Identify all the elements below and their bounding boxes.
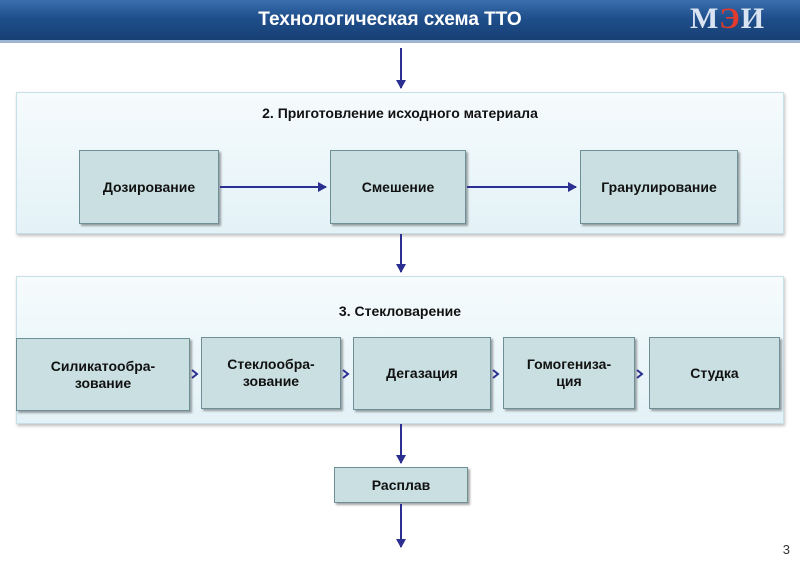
chevron-1 — [191, 369, 199, 379]
melt-output-box: Расплав — [334, 467, 468, 503]
header-divider — [0, 40, 800, 43]
step-homogenization: Гомогениза- ция — [503, 337, 635, 409]
step-mixing: Смешение — [330, 150, 466, 224]
chevron-2 — [342, 369, 350, 379]
step-glass-formation: Стеклообра- зование — [201, 337, 341, 409]
step-fining: Студка — [649, 337, 780, 409]
step-degassing: Дегазация — [353, 337, 491, 410]
chevron-3 — [492, 369, 500, 379]
stage2-title: 2. Приготовление исходного материала — [262, 105, 538, 121]
mei-logo: МЭИ — [690, 2, 766, 35]
stage3-title: 3. Стекловарение — [338, 303, 462, 319]
header-bar — [0, 0, 800, 40]
step-dosing: Дозирование — [79, 150, 219, 224]
slide-title: Технологическая схема ТТО — [258, 9, 522, 30]
page-number: 3 — [782, 542, 790, 557]
step-silicate-formation: Силикатообра- зование — [16, 338, 190, 411]
chevron-4 — [636, 369, 644, 379]
step-granulation: Гранулирование — [580, 150, 738, 224]
